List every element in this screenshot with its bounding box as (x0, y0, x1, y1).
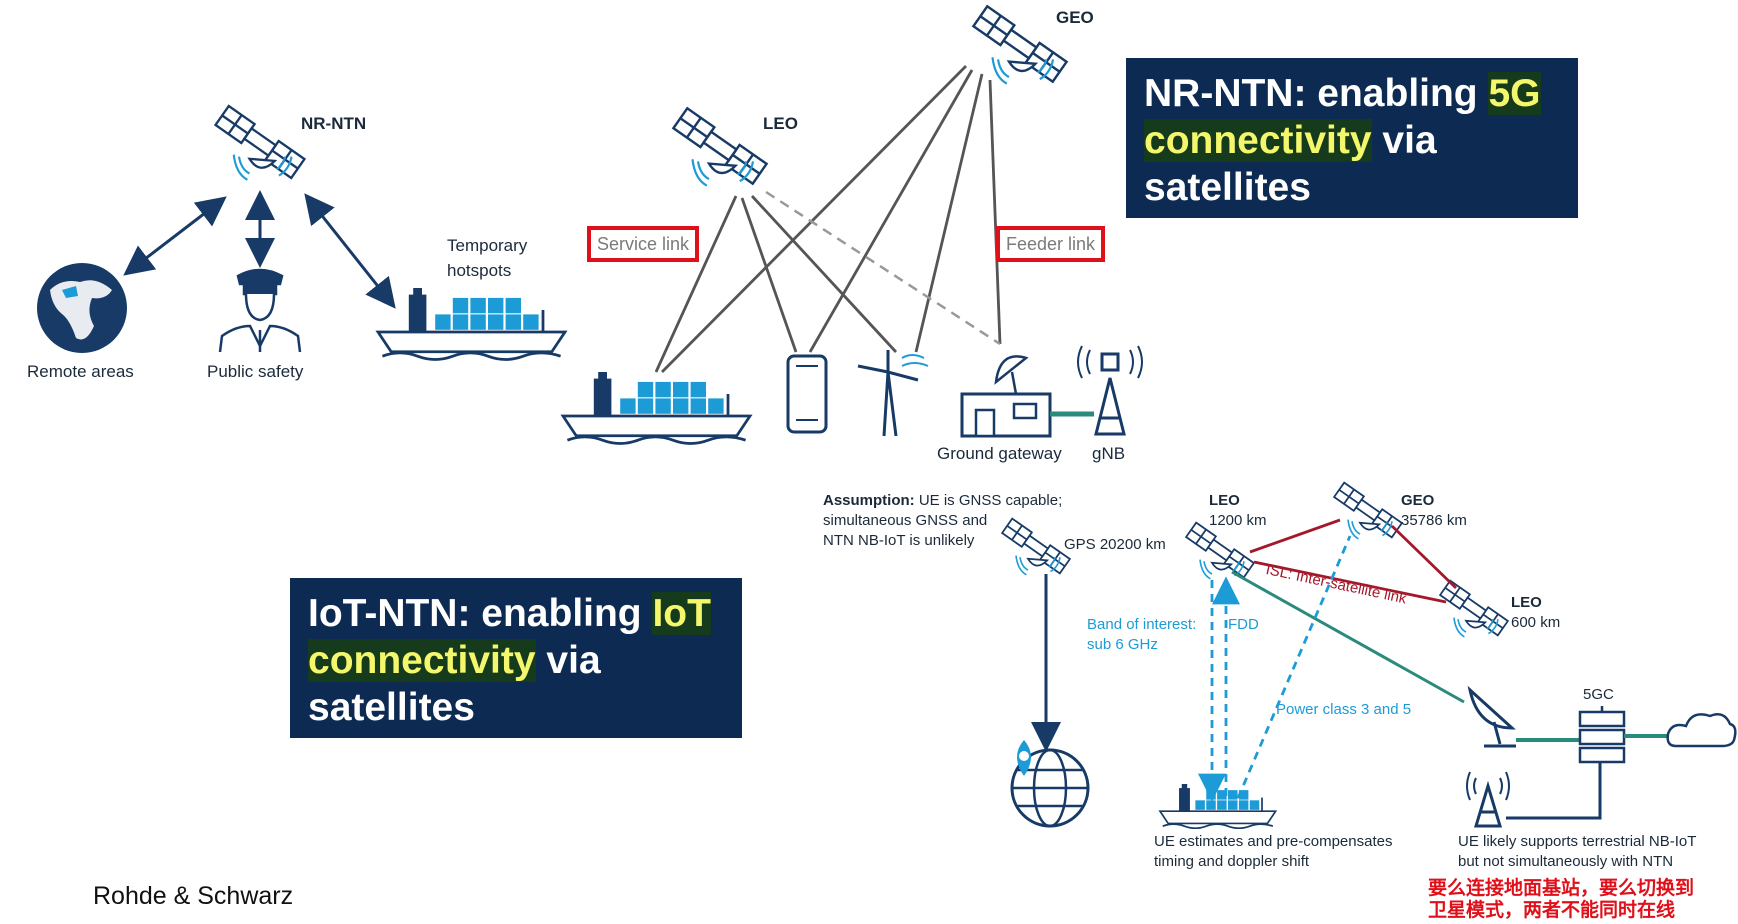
leo-1200-label: LEO 1200 km (1209, 492, 1267, 529)
map-pin-globe-icon (1010, 740, 1090, 828)
geo-label: GEO (1056, 8, 1094, 27)
leo-label: LEO (763, 114, 798, 133)
gps-label: GPS 20200 km (1064, 536, 1166, 553)
nr-ntn-title-line3: satellites (1144, 166, 1311, 209)
service-link-lines (654, 65, 1002, 373)
service-ship-icon (561, 370, 752, 445)
service-link-label: Service link (587, 226, 700, 262)
chinese-annotation: 要么连接地面基站，要么切换到 卫星模式，两者不能同时在线 (1428, 877, 1695, 921)
officer-icon (218, 268, 302, 353)
footer-company: Rohde & Schwarz (93, 882, 294, 910)
cloud-icon (1666, 713, 1737, 748)
antenna-tower-icon (1077, 345, 1143, 436)
globe-icon (37, 263, 127, 353)
geo-satellite-icon (972, 5, 1068, 85)
iot-ship-icon (1159, 783, 1277, 830)
leo-600-label: LEO 600 km (1511, 594, 1561, 631)
gnb-label: gNB (1092, 444, 1126, 463)
leo-600-satellite-icon (1439, 579, 1509, 638)
public-safety-label: Public safety (207, 362, 304, 381)
nr-ntn-title-box: NR-NTN: enabling 5G connectivity via sat… (1126, 58, 1578, 218)
link-arrow-hotspots (304, 193, 396, 309)
geo-35786-label: GEO 35786 km (1401, 492, 1467, 529)
terrestrial-tower-icon (1466, 771, 1510, 828)
geo-35786-satellite-icon (1333, 481, 1403, 540)
tower-to-core-line (1506, 762, 1602, 820)
temporary-hotspots-label: Temporary hotspots (447, 236, 528, 280)
iot-ntn-title-line1: IoT-NTN: enabling IoT (308, 592, 711, 635)
ue-note: UE estimates and pre-compensates timing … (1154, 833, 1393, 870)
core-network-icon (1578, 706, 1626, 764)
link-arrow-remote (123, 196, 227, 276)
fdd-arrows (1198, 535, 1352, 802)
feeder-link-label: Feeder link (996, 226, 1106, 262)
isl-lines (1249, 518, 1457, 604)
hotspot-ship-icon (376, 286, 567, 361)
terrestrial-note: UE likely supports terrestrial NB-IoT bu… (1458, 833, 1697, 870)
iot-ntn-title-line2: connectivity via (308, 639, 601, 682)
nr-ntn-satellite-icon (214, 104, 306, 181)
band-of-interest-label: Band of interest: sub 6 GHz (1087, 616, 1197, 653)
gateway-dish-icon (1467, 685, 1516, 748)
core-label: 5GC (1583, 686, 1614, 703)
ground-gateway-label: Ground gateway (937, 444, 1062, 463)
leo-satellite-icon (672, 107, 768, 187)
nr-ntn-title-line1: NR-NTN: enabling 5G (1144, 72, 1541, 115)
fdd-label: FDD (1228, 616, 1259, 633)
wind-turbine-icon (857, 350, 929, 437)
leo-1200-satellite-icon (1185, 521, 1255, 580)
iot-ntn-title-box: IoT-NTN: enabling IoT connectivity via s… (290, 578, 742, 738)
feeder-link-line (765, 190, 1001, 346)
nr-ntn-title-line2: connectivity via (1144, 119, 1437, 162)
gateway-icon (960, 355, 1052, 438)
remote-areas-label: Remote areas (27, 362, 134, 381)
smartphone-icon (786, 354, 828, 434)
nr-ntn-satellite-label: NR-NTN (301, 114, 367, 133)
assumption-note: Assumption: UE is GNSS capable; simultan… (823, 492, 1063, 549)
feeder-link-iot (1231, 570, 1465, 704)
iot-ntn-title-line3: satellites (308, 686, 475, 729)
power-class-label: Power class 3 and 5 (1276, 701, 1412, 718)
